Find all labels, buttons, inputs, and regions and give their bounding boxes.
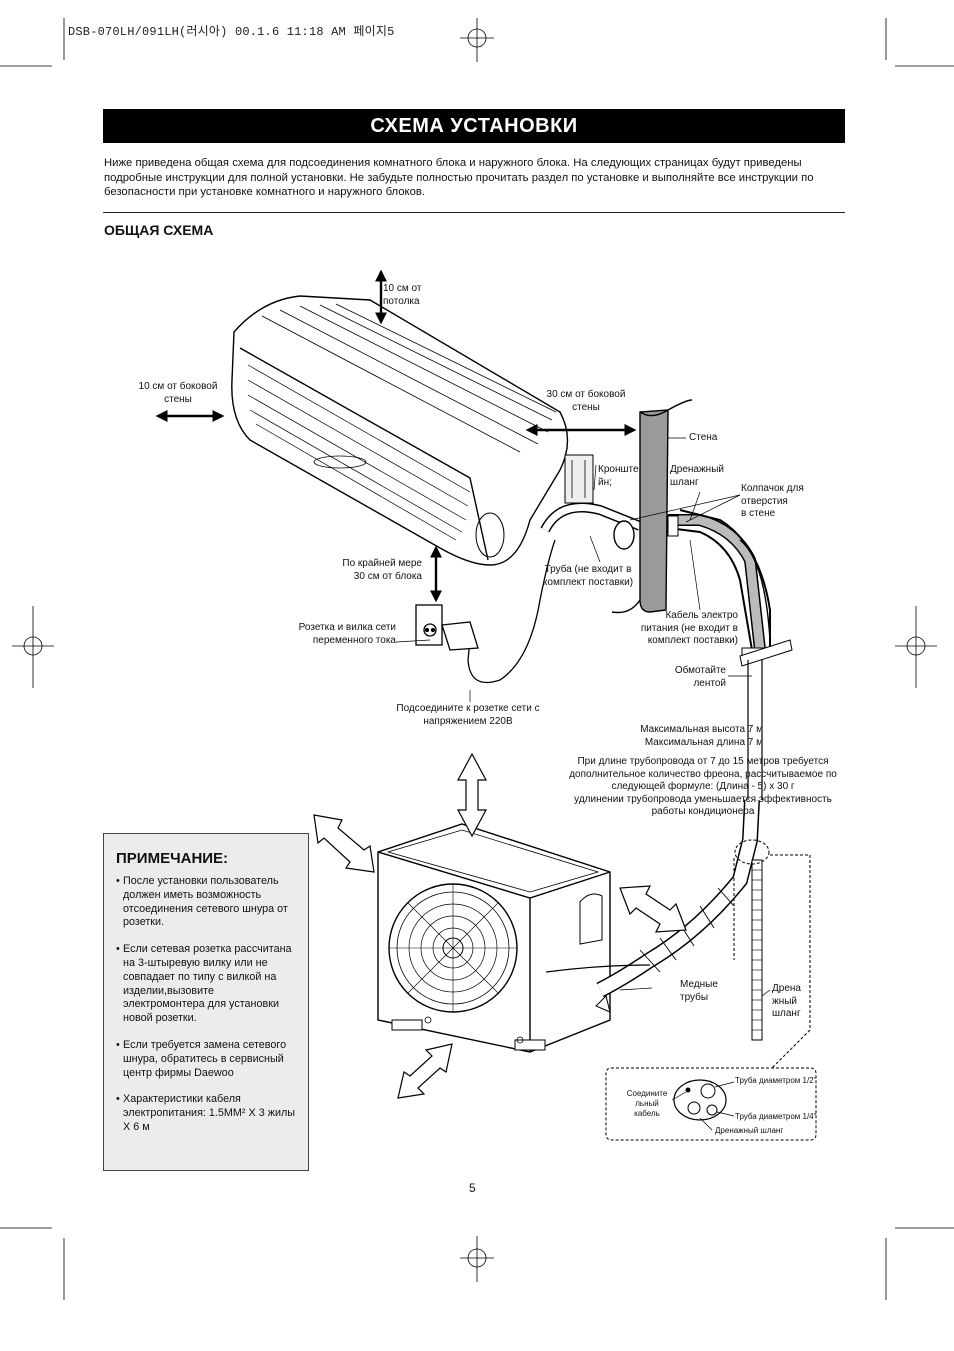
label-drain-hose: Дренажный шланг (670, 464, 724, 488)
label-freon-note: При длине трубопровода от 7 до 15 метров… (569, 756, 837, 817)
label-copper-pipes: Медные трубы (680, 979, 718, 1003)
power-cable-drawing (415, 539, 556, 684)
label-connect-cable: Соедините льный кабель (626, 1089, 668, 1118)
note-title: ПРИМЕЧАНИЕ: (116, 850, 229, 867)
pipe-detail-callout (605, 839, 817, 1141)
label-drain-small: Дренажный шланг (715, 1126, 784, 1135)
label-wrap-tape: Обмотайте лентой (674, 665, 726, 689)
outdoor-clearance-arrows (313, 752, 687, 1099)
note-list: После установки пользователь должен имет… (116, 875, 298, 1135)
intro-paragraph: Ниже приведена общая схема для подсоедин… (104, 157, 814, 198)
label-outlet: Розетка и вилка сети переменного тока (298, 622, 396, 646)
label-bracket: Кронште йн; (598, 464, 639, 488)
label-side-right: 30 см от боковой стены (546, 389, 626, 413)
page-number: 5 (469, 1181, 476, 1195)
indoor-unit-drawing (231, 295, 642, 566)
outside-pipes (667, 509, 793, 800)
label-wall: Стена (689, 432, 718, 443)
label-max-height-length: Максимальная высота 7 м Максимальная дли… (640, 724, 763, 748)
page-title: СХЕМА УСТАНОВКИ (103, 109, 845, 143)
section-title: ОБЩАЯ СХЕМА (104, 222, 214, 238)
label-drain-hose-2: Дрена жный шланг (772, 983, 801, 1019)
label-wall-cap: Колпачок для отверстия в стене (741, 483, 804, 519)
outdoor-pipes (545, 799, 771, 1041)
label-pipe-half: Труба диаметром 1/2" (735, 1076, 817, 1085)
label-ceiling: 10 см от потолка (383, 283, 422, 307)
outdoor-unit-drawing (377, 823, 611, 1053)
note-item: После установки пользователь должен имет… (116, 875, 298, 930)
label-min-below: По крайней мере 30 см от блока (342, 558, 422, 582)
crop-marks (0, 18, 954, 1300)
note-box: ПРИМЕЧАНИЕ: После установки пользователь… (103, 833, 309, 1171)
label-pipe-quarter: Труба диаметром 1/4" (735, 1112, 817, 1121)
note-item: Если требуется замена сетевого шнура, об… (116, 1039, 298, 1080)
print-header: DSB-070LH/091LH(러시아) 00.1.6 11:18 AM 페이지… (68, 25, 395, 39)
note-item: Характеристики кабеля электропитания: 1.… (116, 1093, 298, 1134)
label-connect-220: Подсоедините к розетке сети с напряжение… (396, 703, 540, 727)
label-pipe: Труба (не входит в комплект поставки) (542, 564, 634, 588)
label-power-cable: Кабель электро питания (не входит в комп… (640, 610, 738, 646)
leader-lines (395, 437, 752, 702)
note-item: Если сетевая розетка рассчитана на 3-шты… (116, 943, 298, 1026)
clearance-arrows (155, 269, 637, 603)
divider (103, 212, 845, 213)
label-side-left: 10 см от боковой стены (138, 381, 218, 405)
wall-drawing (611, 399, 693, 614)
